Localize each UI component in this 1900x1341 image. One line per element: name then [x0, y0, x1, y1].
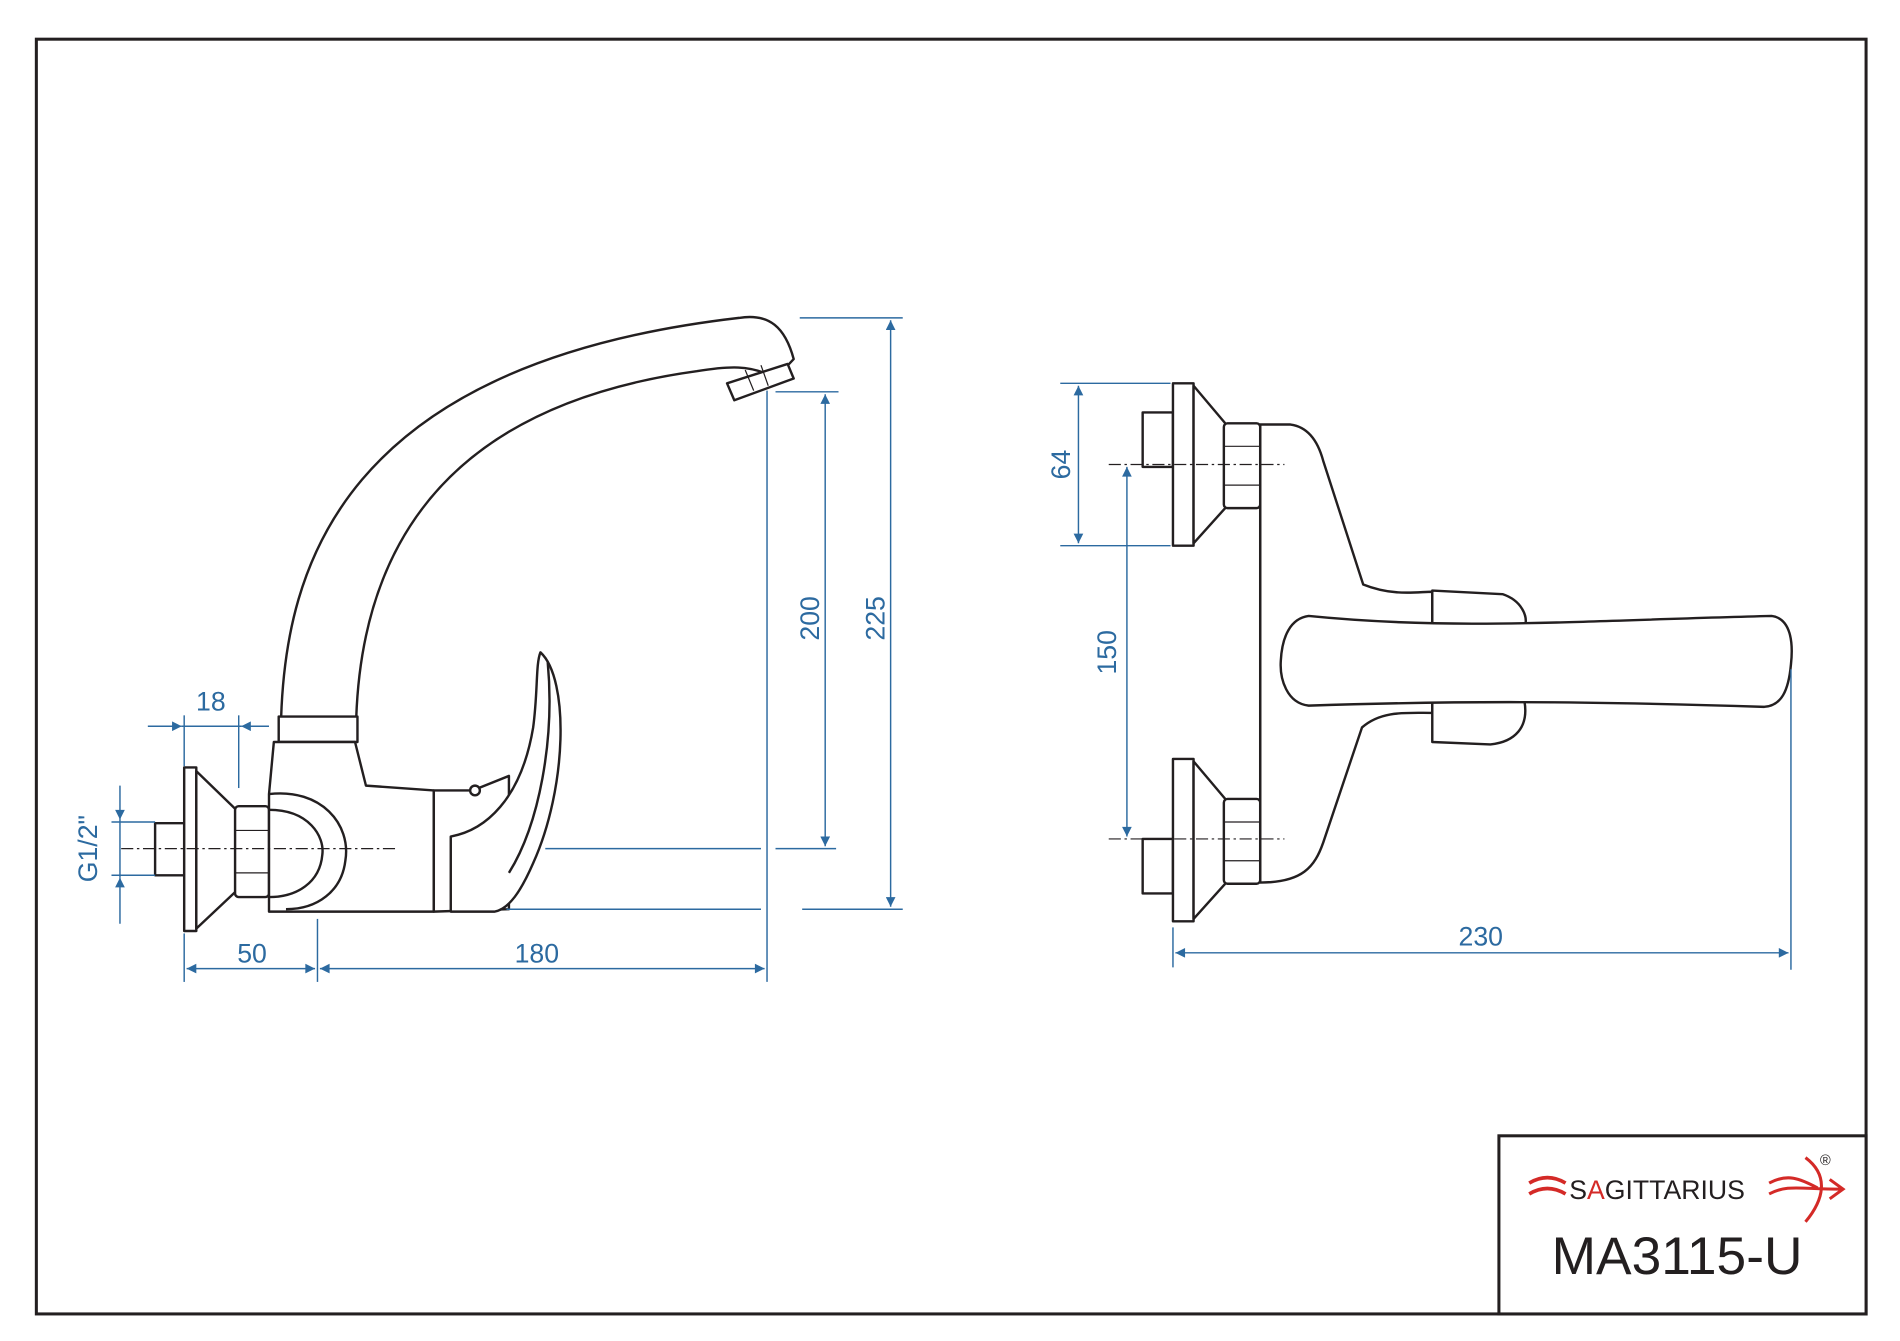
dim-reach: 180	[515, 939, 559, 969]
upper-nut	[1222, 422, 1262, 510]
dim-thread: G1/2"	[73, 815, 103, 882]
spout-ring	[277, 715, 359, 744]
dim-flange-depth: 18	[196, 686, 226, 716]
lever-handle-front	[1279, 614, 1793, 709]
wave-left-icon	[1528, 1175, 1567, 1196]
model-number: MA3115-U	[1552, 1227, 1803, 1286]
dim-total-width: 230	[1459, 922, 1503, 952]
dim-total-height: 225	[861, 596, 891, 640]
dim-inlet-spacing: 150	[1092, 630, 1122, 674]
registered-mark: ®	[1820, 1153, 1831, 1169]
spout	[279, 315, 795, 719]
lever-handle	[449, 651, 562, 913]
hex-nut	[233, 805, 271, 899]
lower-flange	[1171, 757, 1195, 923]
mixer-body	[267, 740, 436, 913]
drawing-border	[34, 37, 1868, 1316]
front-view: 64 150 230	[1046, 382, 1793, 970]
brand-logo: SAGITTARIUS ®	[1528, 1153, 1846, 1223]
title-block: SAGITTARIUS ® MA3115-U	[1497, 1134, 1868, 1316]
dim-wall-offset: 50	[237, 939, 267, 969]
dim-flange-diameter: 64	[1046, 450, 1076, 480]
lower-inlet-pipe	[1141, 837, 1175, 895]
upper-inlet-pipe	[1141, 411, 1175, 469]
aerator	[725, 362, 795, 402]
side-view: 225 200 180 50 18 G1/2"	[73, 315, 903, 982]
dim-spout-height: 200	[795, 596, 825, 640]
lower-nut	[1222, 797, 1262, 885]
arrow-icon	[1768, 1156, 1846, 1223]
body-inlet-curve	[268, 792, 348, 911]
flange-cone	[195, 769, 238, 930]
brand-name: SAGITTARIUS	[1569, 1175, 1745, 1205]
